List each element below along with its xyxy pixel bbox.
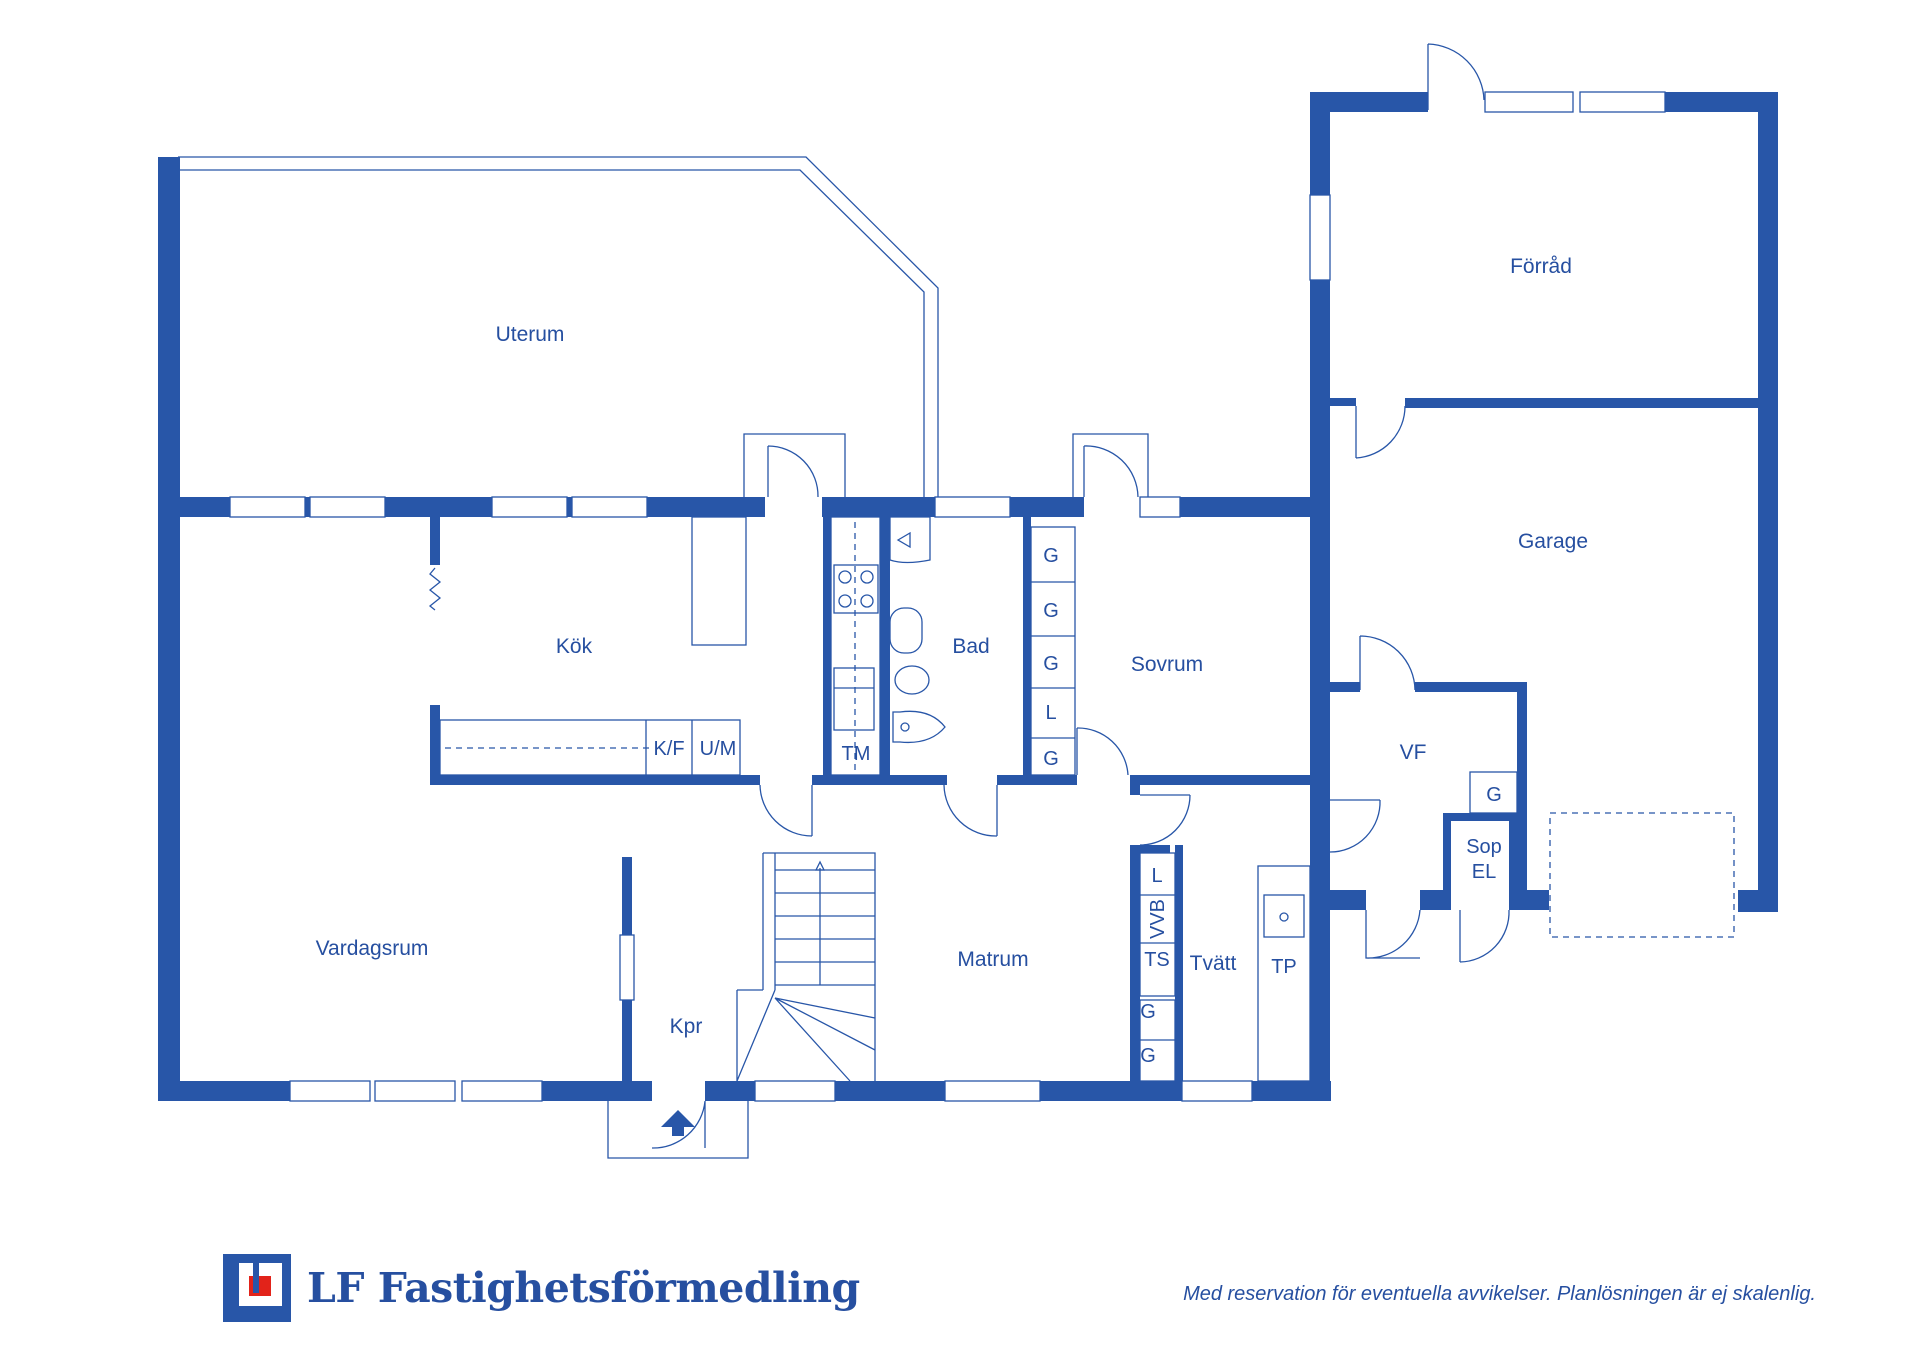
sink-icon	[833, 667, 875, 731]
kitchen-fixtures	[439, 516, 881, 776]
label-um: U/M	[700, 738, 737, 760]
door-sovrum	[1076, 727, 1129, 776]
toilet-icon	[892, 710, 946, 744]
room-vardagsrum: Vardagsrum	[316, 937, 429, 960]
room-sovrum: Sovrum	[1131, 653, 1203, 676]
label-closet-g: G	[1140, 1045, 1156, 1067]
staircase	[736, 852, 876, 1082]
porch-outline-sovrum	[1072, 433, 1149, 500]
disclaimer-text: Med reservation för eventuella avvikelse…	[1183, 1283, 1816, 1305]
label-closet-l: L	[1045, 702, 1056, 724]
label-tm: TM	[842, 743, 871, 765]
door-sovrum-outside	[1083, 445, 1139, 498]
closets	[1030, 526, 1518, 1082]
bidet-icon	[894, 665, 930, 695]
room-vf: VF	[1400, 741, 1427, 764]
walls	[158, 92, 1778, 1101]
washbasin-icon	[889, 607, 923, 654]
room-kok: Kök	[556, 635, 593, 658]
brand-name: LF Fastighetsförmedling	[307, 1264, 860, 1312]
label-vvb: VVB	[1147, 899, 1169, 939]
door-garage-forrad	[1355, 405, 1406, 459]
label-closet-g: G	[1486, 784, 1502, 806]
label-closet-g: G	[1043, 748, 1059, 770]
room-tvatt: Tvätt	[1190, 952, 1237, 975]
label-el: EL	[1472, 861, 1496, 883]
room-bad: Bad	[952, 635, 989, 658]
door-kok-hall	[759, 784, 813, 837]
porch-outline-kok	[743, 433, 846, 500]
label-closet-l: L	[1151, 865, 1162, 887]
door-vf-outside	[1365, 909, 1421, 959]
room-matrum: Matrum	[957, 948, 1028, 971]
room-kpr: Kpr	[670, 1015, 703, 1038]
bathroom-fixtures	[889, 516, 946, 744]
door-entrance	[651, 1100, 706, 1149]
door-kok-outside	[767, 445, 819, 498]
room-forrad: Förråd	[1510, 255, 1572, 278]
lf-logo-icon	[223, 1254, 291, 1322]
door-bad	[943, 784, 998, 837]
room-garage: Garage	[1518, 530, 1588, 553]
bifold-door-icon	[428, 567, 442, 611]
doors	[428, 43, 1510, 1149]
label-sop: Sop	[1466, 836, 1502, 858]
utility-sink-icon	[1263, 894, 1305, 938]
label-tp: TP	[1271, 956, 1297, 978]
room-labels: Uterum Förråd Garage Kök Bad Sovrum VF V…	[316, 255, 1588, 1038]
windows	[229, 91, 1666, 1102]
shower-icon	[889, 516, 931, 564]
stove-icon	[833, 564, 879, 614]
door-tvatt	[1139, 794, 1191, 846]
carport-outline	[1549, 812, 1735, 938]
label-kf: K/F	[653, 738, 684, 760]
brand-logo: LF Fastighetsförmedling	[223, 1254, 860, 1322]
label-ts: TS	[1144, 949, 1170, 971]
label-closet-g: G	[1140, 1001, 1156, 1023]
entrance-step	[607, 1099, 749, 1159]
uterum-outline	[178, 156, 939, 497]
label-closet-g: G	[1043, 545, 1059, 567]
thin-outlines	[178, 156, 1735, 1159]
entrance-arrow-icon	[661, 1110, 695, 1136]
fixture-labels: K/F U/M TM G G G L G L VVB TS G G TP G S…	[653, 545, 1501, 1067]
door-vf-garage	[1359, 635, 1416, 691]
label-closet-g: G	[1043, 600, 1059, 622]
door-sop-el	[1459, 909, 1510, 963]
room-uterum: Uterum	[496, 323, 565, 346]
door-tvatt-vf	[1329, 799, 1381, 853]
door-forrad-outside	[1427, 43, 1485, 110]
label-closet-g: G	[1043, 653, 1059, 675]
